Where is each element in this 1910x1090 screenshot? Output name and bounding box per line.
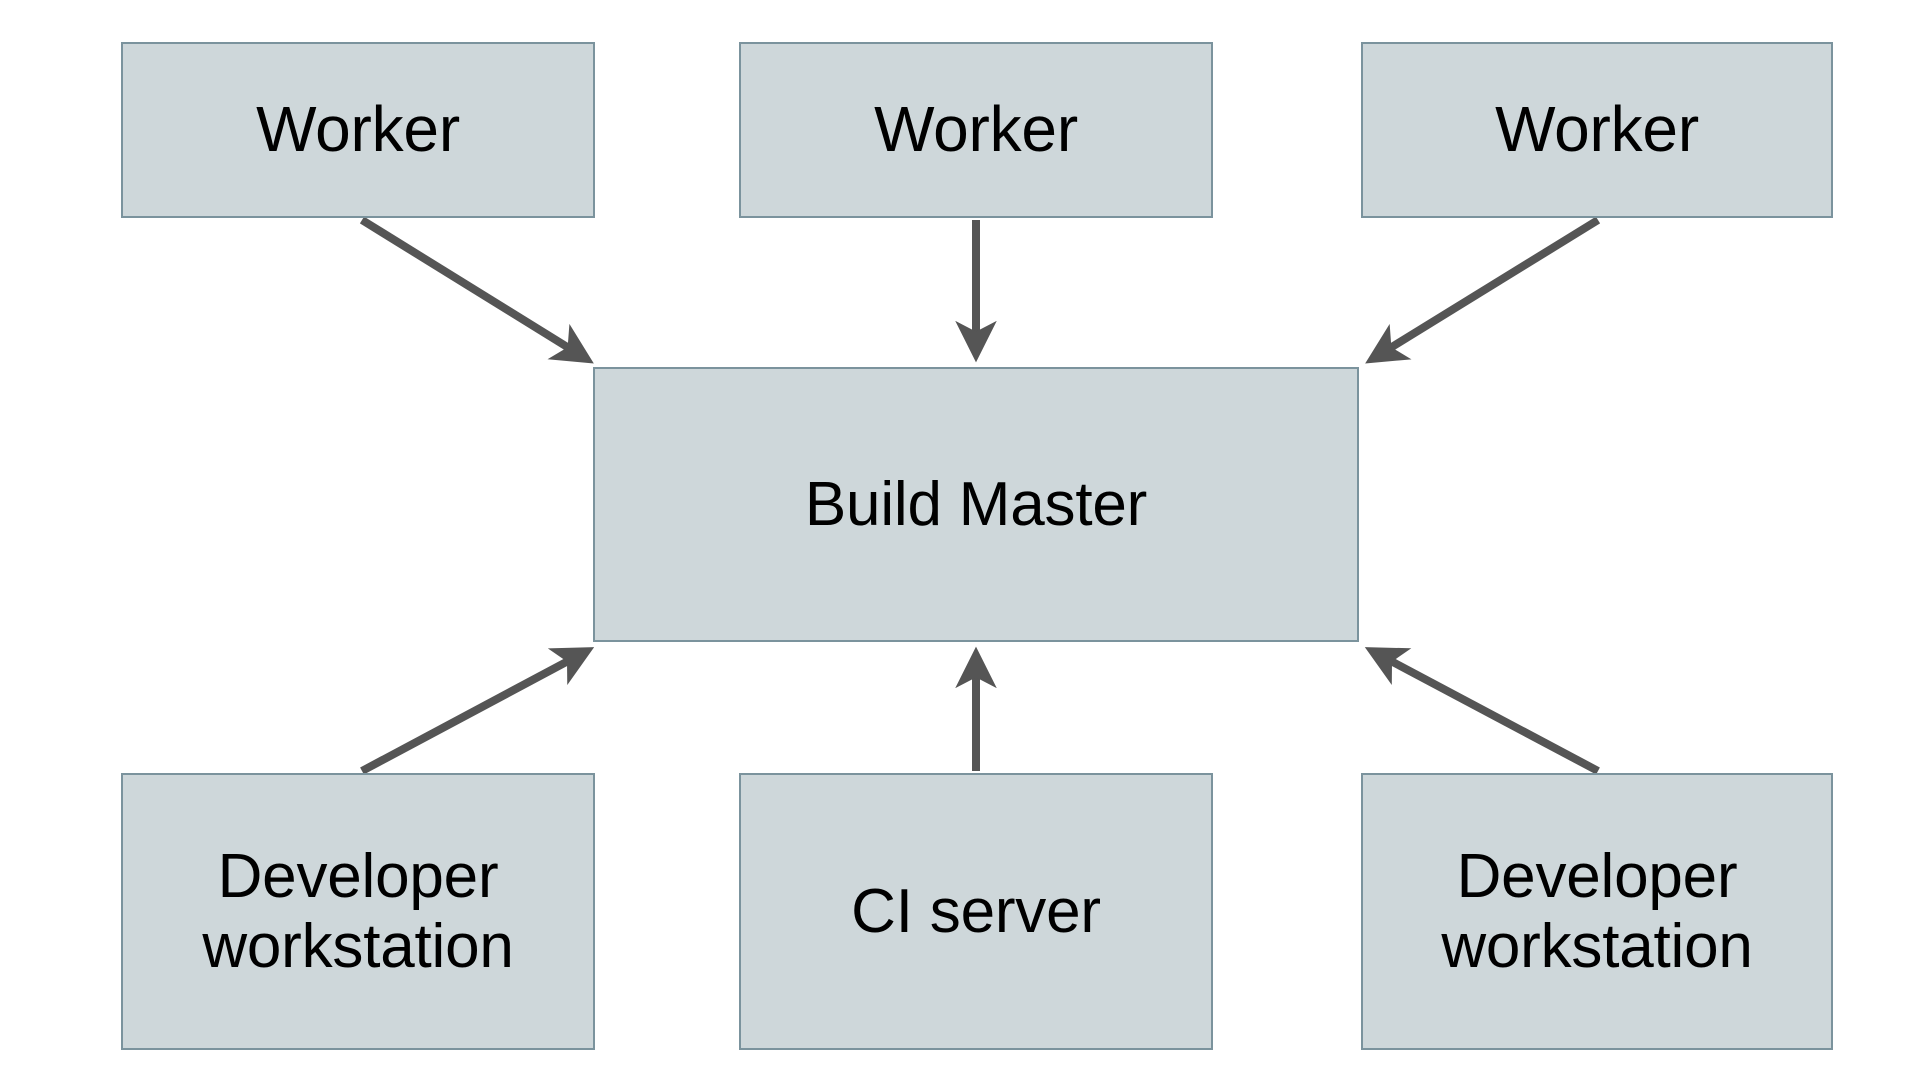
node-worker-1-label: Worker [256,93,460,166]
node-ci-server-label: CI server [851,876,1101,946]
edge-worker-1-to-build-master [359,216,594,364]
edge-worker-3-to-build-master [1365,216,1601,364]
node-developer-workstation-left[interactable]: Developer workstation [121,773,595,1050]
node-build-master[interactable]: Build Master [593,367,1359,642]
node-developer-workstation-left-label: Developer workstation [202,842,514,981]
node-build-master-label: Build Master [804,469,1148,539]
edge-dev-right-to-build-master [1364,647,1600,775]
node-worker-3[interactable]: Worker [1361,42,1833,218]
node-ci-server[interactable]: CI server [739,773,1213,1050]
node-developer-workstation-right-label: Developer workstation [1441,842,1753,981]
node-worker-3-label: Worker [1495,93,1699,166]
node-worker-1[interactable]: Worker [121,42,595,218]
node-worker-2[interactable]: Worker [739,42,1213,218]
node-developer-workstation-right[interactable]: Developer workstation [1361,773,1833,1050]
node-worker-2-label: Worker [874,93,1078,166]
edge-dev-left-to-build-master [360,647,595,775]
